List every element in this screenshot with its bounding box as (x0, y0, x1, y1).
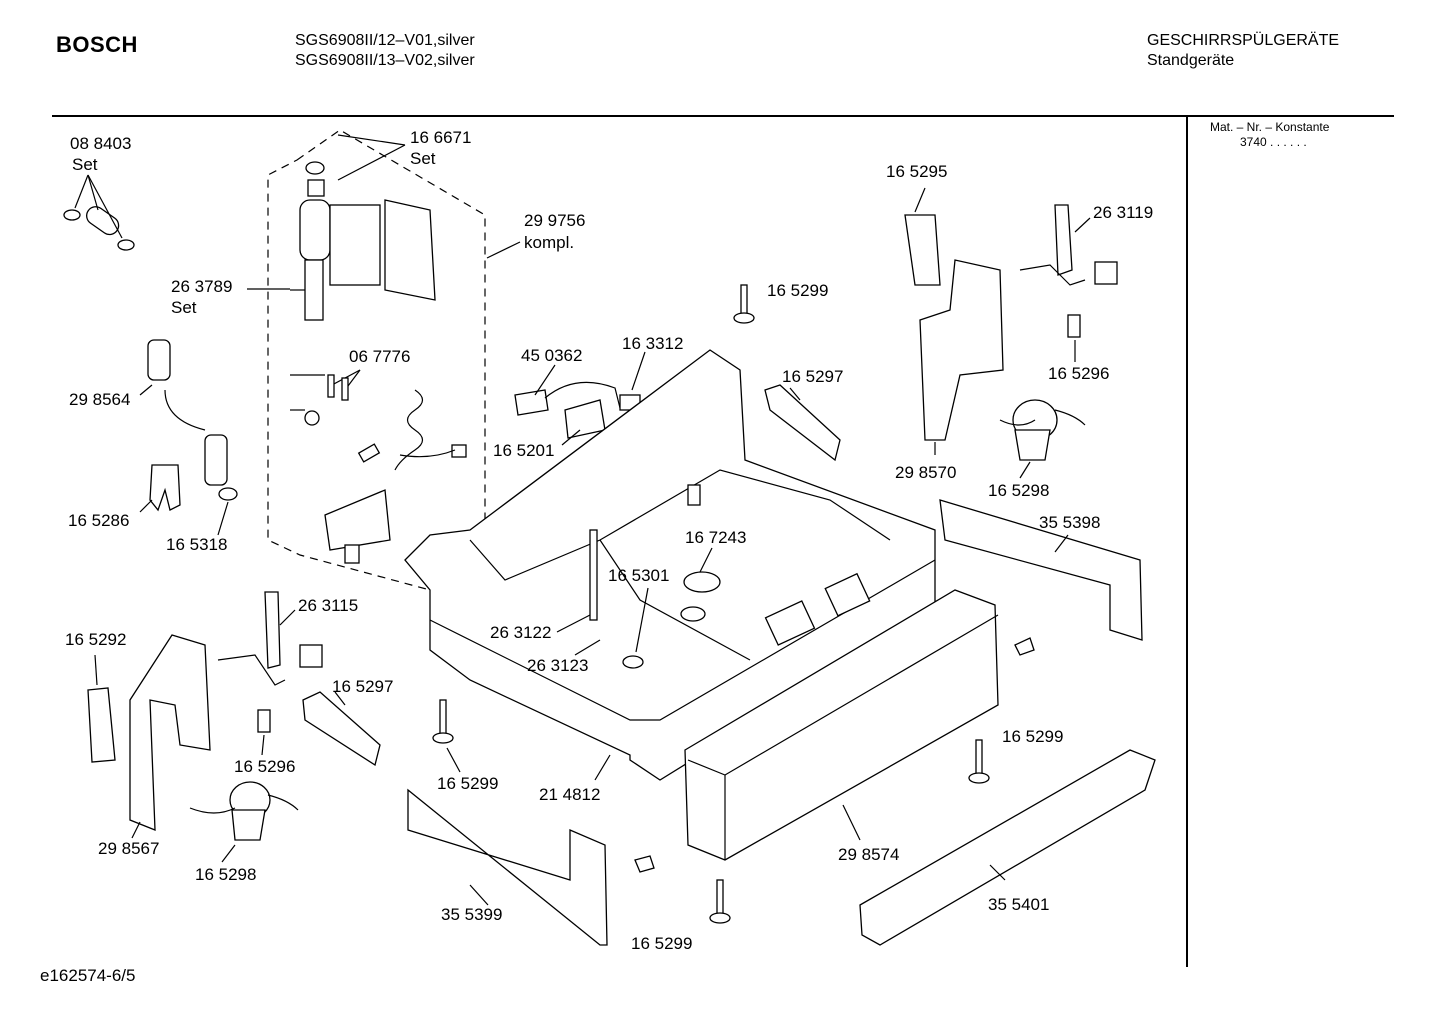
label-167243: 16 7243 (685, 528, 747, 547)
bracket-298570 (904, 187, 1004, 455)
label-166671: 16 6671 (410, 128, 472, 147)
spring-165297-top (764, 384, 841, 462)
bracket-263119 (1019, 204, 1118, 362)
label-298567: 29 8567 (98, 839, 160, 858)
label-165296-right: 16 5296 (1048, 364, 1110, 383)
hose-clamp-set (63, 174, 135, 251)
cover-355399 (407, 788, 608, 946)
label-298574: 29 8574 (838, 845, 900, 864)
label-163312: 16 3312 (622, 334, 684, 353)
foot-165299-bottom (709, 879, 731, 924)
label-263789: 26 3789 (171, 277, 233, 296)
label-214812: 21 4812 (539, 785, 601, 804)
label-450362: 45 0362 (521, 346, 583, 365)
header-rule (52, 115, 1394, 117)
label-067776: 06 7776 (349, 347, 411, 366)
foot-165299-right (968, 739, 990, 784)
label-165292: 16 5292 (65, 630, 127, 649)
control-panel-piece (324, 489, 391, 564)
valve-assembly (290, 134, 436, 426)
label-299756: 29 9756 (524, 211, 586, 230)
model-line-2: SGS6908II/13–V02,silver (295, 52, 475, 69)
label-355398: 35 5398 (1039, 513, 1101, 532)
label-165299-left: 16 5299 (437, 774, 499, 793)
mat-nr-title: Mat. – Nr. – Konstante (1210, 120, 1330, 134)
label-263123: 26 3123 (527, 656, 589, 675)
cable-harness (514, 351, 646, 446)
kick-plate-355401 (859, 749, 1156, 946)
bracket-298567 (87, 591, 323, 839)
label-165297-top: 16 5297 (782, 367, 844, 386)
document-id: e162574-6/5 (40, 966, 136, 985)
mat-nr-value: 3740 . . . . . . (1240, 135, 1307, 149)
label-165296-left: 16 5296 (234, 757, 296, 776)
label-set-2: Set (410, 149, 436, 168)
label-165299-bottom: 16 5299 (631, 934, 693, 953)
label-165299-top: 16 5299 (767, 281, 829, 300)
screw-right (1014, 637, 1035, 656)
label-263115: 26 3115 (298, 596, 359, 615)
label-165295: 16 5295 (886, 162, 948, 181)
label-165286: 16 5286 (68, 511, 130, 530)
label-165299-right: 16 5299 (1002, 727, 1064, 746)
drain-hose (139, 339, 238, 501)
hose-coil (357, 389, 467, 471)
cover-355398 (939, 499, 1143, 641)
label-set-3: Set (171, 298, 197, 317)
front-panel-298574 (684, 589, 999, 861)
motor-165298-left (189, 781, 299, 863)
brand-logo: BOSCH (56, 32, 138, 57)
clip-165286 (139, 464, 229, 536)
spring-165297-low (302, 691, 381, 767)
label-165318: 16 5318 (166, 535, 228, 554)
label-298564: 29 8564 (69, 390, 131, 409)
label-165301: 16 5301 (608, 566, 670, 585)
base-tub (404, 349, 936, 781)
foot-165299-left (432, 699, 461, 773)
label-165201: 16 5201 (493, 441, 555, 460)
leader-299756 (486, 241, 521, 259)
label-263122: 26 3122 (490, 623, 552, 642)
foot-165299-top (733, 284, 755, 324)
category-line-1: GESCHIRRSPÜLGERÄTE (1147, 32, 1340, 49)
assembly-outline (267, 129, 486, 591)
screw-left (634, 855, 655, 873)
label-298570: 29 8570 (895, 463, 957, 482)
label-355401: 35 5401 (988, 895, 1050, 914)
motor-165298-right (999, 399, 1086, 479)
label-kompl: kompl. (524, 233, 575, 252)
label-165298-right: 16 5298 (988, 481, 1050, 500)
side-panel-divider (1186, 117, 1188, 967)
label-263119: 26 3119 (1093, 203, 1154, 222)
label-088403: 08 8403 (70, 134, 132, 153)
label-165297-low: 16 5297 (332, 677, 394, 696)
model-line-1: SGS6908II/12–V01,silver (295, 32, 475, 49)
label-165298-left: 16 5298 (195, 865, 257, 884)
category-line-2: Standgeräte (1147, 52, 1235, 69)
label-355399: 35 5399 (441, 905, 503, 924)
label-set-1: Set (72, 155, 98, 174)
